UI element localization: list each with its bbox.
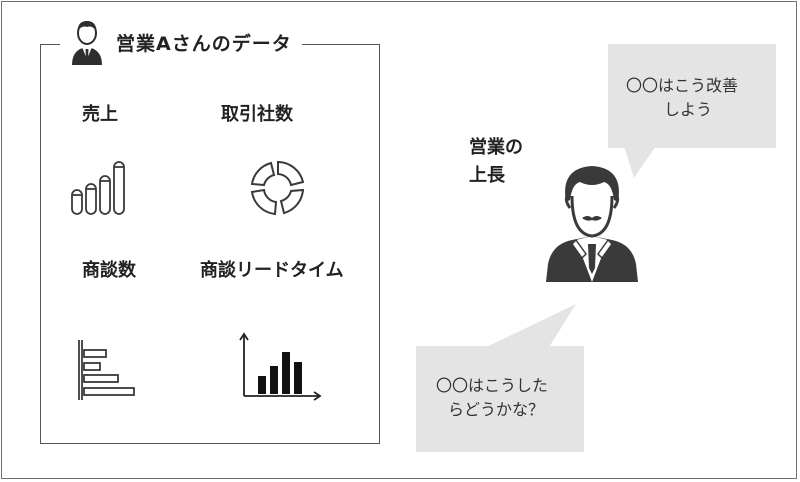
panel-title: 営業Aさんのデータ — [116, 32, 292, 55]
speech-bubble-top-line1: 〇〇はこう改善 — [626, 76, 739, 95]
speech-bubble-bottom-line2: らどうかな？ — [448, 400, 545, 419]
speech-bubble-bottom-text: 〇〇はこうした らどうかな？ — [436, 374, 548, 422]
column-chart-icon — [239, 332, 322, 401]
metric-label-deals: 商談数 — [82, 260, 136, 281]
salesperson-avatar-icon — [72, 21, 102, 65]
speech-bubble-top — [608, 44, 776, 148]
manager-avatar-icon — [546, 166, 638, 282]
manager-label-line2: 上長 — [469, 165, 505, 186]
speech-bubble-bottom-tail — [476, 304, 576, 352]
speech-bubble-bottom-line1: 〇〇はこうした — [436, 376, 549, 395]
bar-cylinders-icon — [71, 161, 125, 215]
speech-bubble-top-text: 〇〇はこう改善 しよう — [626, 74, 738, 122]
metric-label-sales: 売上 — [82, 104, 118, 125]
donut-chart-icon — [250, 160, 305, 216]
speech-bubble-top-line2: しよう — [664, 100, 713, 119]
panel-title-group: 営業Aさんのデータ — [60, 16, 302, 68]
speech-bubble-top-tail — [624, 146, 656, 178]
metric-label-clients: 取引社数 — [221, 104, 293, 125]
manager-label: 営業の 上長 — [469, 134, 523, 190]
metric-label-lead-time: 商談リードタイム — [200, 260, 344, 281]
manager-label-line1: 営業の — [469, 137, 523, 158]
horizontal-bar-chart-icon — [78, 340, 135, 400]
speech-bubble-bottom — [416, 346, 584, 452]
